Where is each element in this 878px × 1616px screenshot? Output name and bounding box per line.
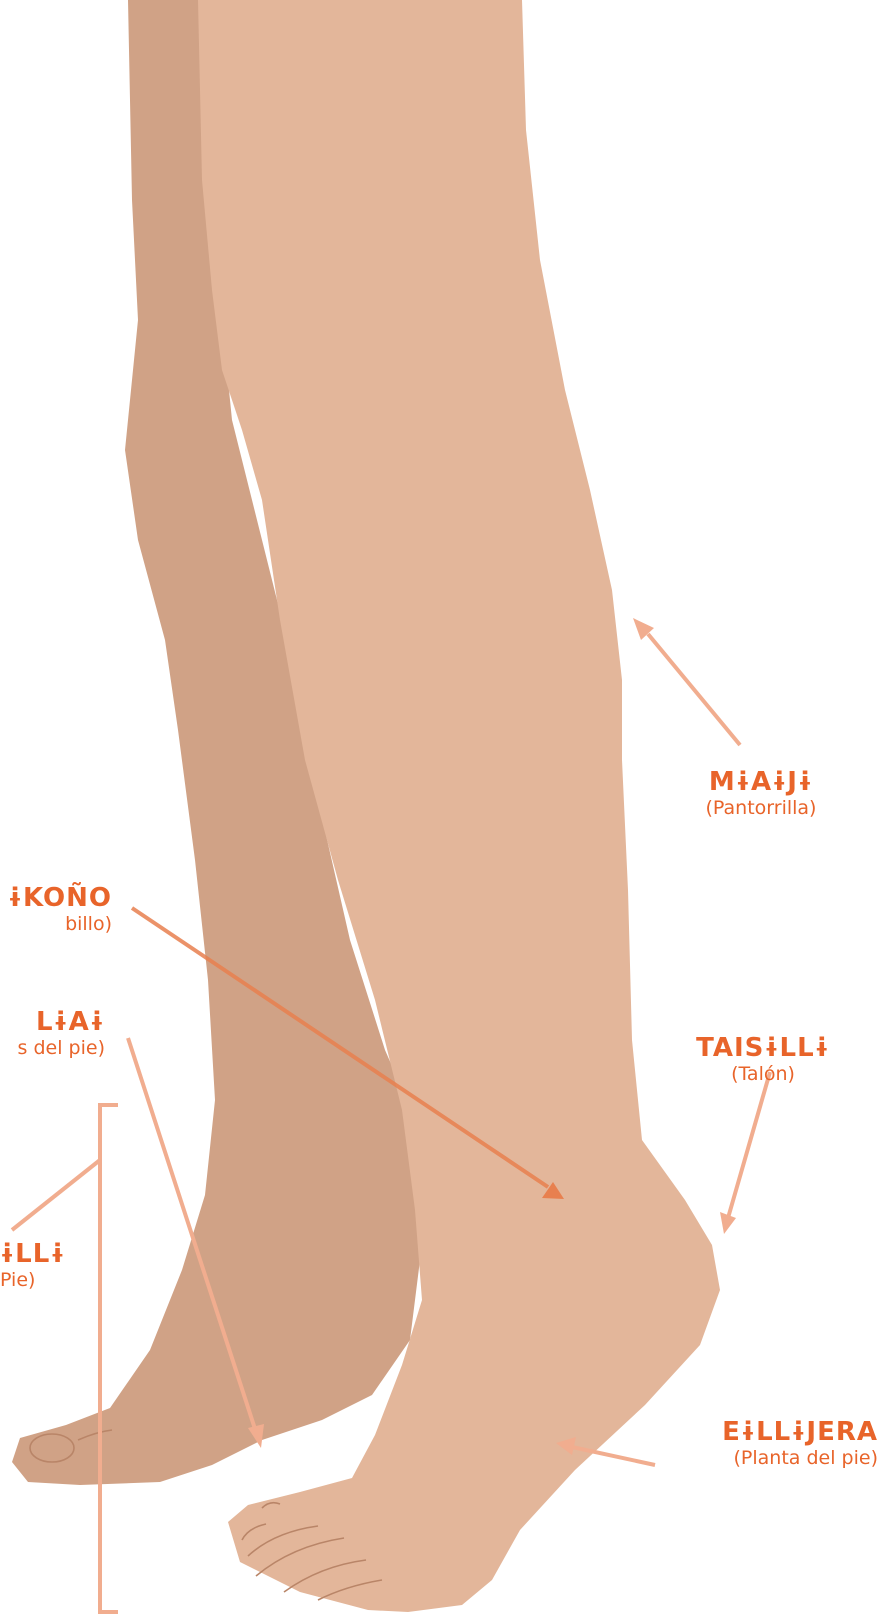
foot-pointer-line (12, 1160, 100, 1230)
calf-label: MɨAɨJɨ (Pantorrilla) (686, 768, 836, 820)
toes-label: LɨAɨ s del pie) (0, 1008, 105, 1060)
calf-arrow (648, 634, 740, 745)
sole-label: EɨLLɨJERA (Planta del pie) (658, 1418, 878, 1470)
foot-label-sub: Pie) (0, 1270, 70, 1292)
foot-bracket (100, 1105, 118, 1612)
toes-label-main: LɨAɨ (0, 1008, 105, 1038)
ankle-label-sub: billo) (0, 914, 112, 936)
sole-label-sub: (Planta del pie) (658, 1448, 878, 1470)
ankle-label-main: ɨKOÑO (0, 884, 112, 914)
heel-arrow (728, 1072, 770, 1218)
calf-label-main: MɨAɨJɨ (686, 768, 836, 798)
heel-label-main: TAISɨLLɨ (688, 1034, 838, 1064)
foot-label-main: ɨLLɨ (0, 1240, 70, 1270)
calf-label-sub: (Pantorrilla) (686, 798, 836, 820)
ankle-label: ɨKOÑO billo) (0, 884, 112, 936)
foot-label: ɨLLɨ Pie) (0, 1240, 70, 1292)
sole-label-main: EɨLLɨJERA (658, 1418, 878, 1448)
heel-label-sub: (Talón) (688, 1064, 838, 1086)
heel-arrowhead (720, 1212, 736, 1234)
heel-label: TAISɨLLɨ (Talón) (688, 1034, 838, 1086)
toes-label-sub: s del pie) (0, 1038, 105, 1060)
